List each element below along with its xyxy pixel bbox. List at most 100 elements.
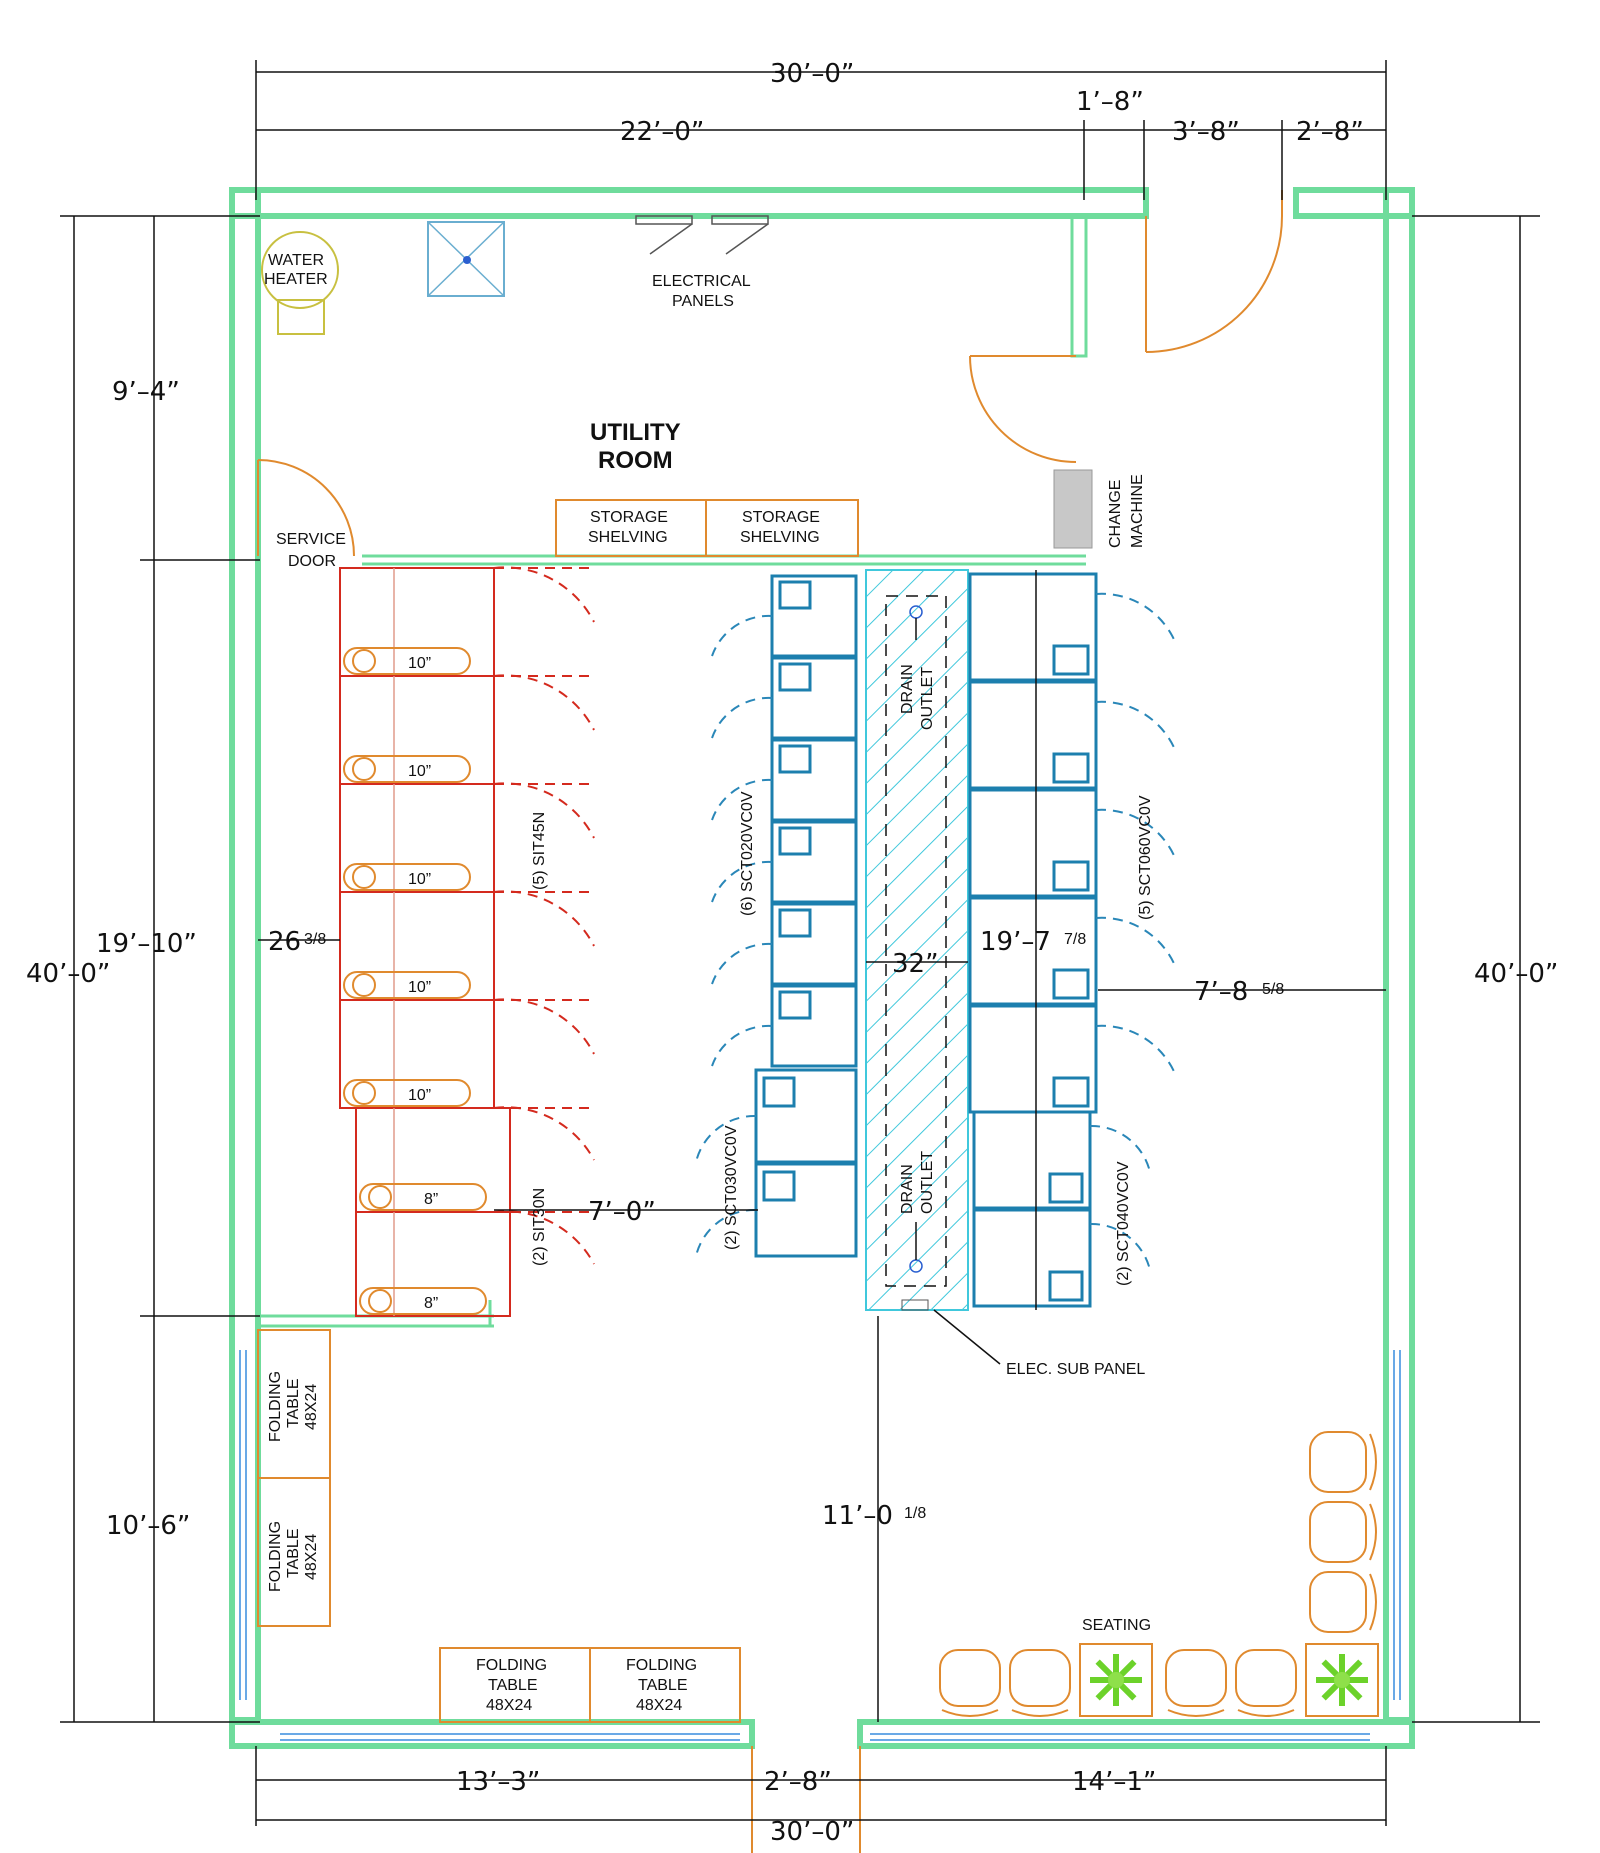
folding-1-label-1: FOLDING bbox=[267, 1371, 284, 1442]
interior-dimensions: 26 3/8 7’–0” 19’–7 7/8 7’–8 5/8 11’–0 1/… bbox=[258, 570, 1386, 1722]
washer-unit bbox=[968, 680, 1098, 790]
washer-unit bbox=[770, 738, 858, 822]
sit45-label-group: (5) SIT45N bbox=[531, 812, 548, 890]
washer-panel bbox=[1052, 860, 1090, 892]
washer-panel bbox=[1052, 752, 1090, 784]
door-swing bbox=[711, 1024, 773, 1067]
washer-panel bbox=[1048, 1172, 1084, 1204]
chair bbox=[1009, 1649, 1071, 1717]
bottom-dimensions: 13’–3” 2’–8” 14’–1” 30’–0” bbox=[255, 1746, 1387, 1847]
washer-unit bbox=[968, 788, 1098, 898]
washer-panel bbox=[1048, 1270, 1084, 1302]
dim-aisle-32: 32” bbox=[892, 949, 939, 979]
dryer-knob bbox=[368, 1185, 392, 1209]
folding-2-label-3: 48X24 bbox=[303, 1534, 320, 1580]
door-swing bbox=[493, 782, 595, 839]
dim-top-3-8: 3’–8” bbox=[1172, 117, 1240, 147]
dryer-size-tag: 10” bbox=[408, 1087, 431, 1104]
door-swing bbox=[711, 860, 773, 903]
change-label-1: CHANGE bbox=[1107, 480, 1124, 548]
change-label-2: MACHINE bbox=[1129, 474, 1146, 548]
chair-seat bbox=[1165, 1649, 1227, 1707]
utility-title-1: UTILITY bbox=[590, 419, 681, 446]
door-swing bbox=[1095, 700, 1177, 753]
folding-2-label-1: FOLDING bbox=[267, 1521, 284, 1592]
door-swing bbox=[711, 614, 773, 657]
chair-seat bbox=[1235, 1649, 1297, 1707]
planter bbox=[1305, 1643, 1379, 1717]
door-swing bbox=[1095, 592, 1177, 645]
drain-bottom-1: DRAIN bbox=[899, 1164, 916, 1214]
dryer-knob bbox=[352, 1081, 376, 1105]
dryer-drum bbox=[343, 755, 471, 783]
door-swing bbox=[493, 566, 595, 623]
dim-run-19-7-frac: 7/8 bbox=[1064, 931, 1086, 948]
dryer-knob bbox=[368, 1289, 392, 1313]
drain-top-1: DRAIN bbox=[899, 664, 916, 714]
door-swing bbox=[1095, 916, 1177, 969]
change-machine: CHANGE MACHINE bbox=[1053, 469, 1146, 549]
washer-unit bbox=[754, 1162, 858, 1258]
washer-unit bbox=[968, 1004, 1098, 1114]
dryer-knob bbox=[352, 757, 376, 781]
utility-room-title: UTILITY ROOM bbox=[590, 419, 681, 474]
service-label-2: DOOR bbox=[288, 553, 336, 570]
door-swing bbox=[1089, 1124, 1151, 1173]
folding-4-label-2: TABLE bbox=[638, 1677, 688, 1694]
washer-bank-center bbox=[695, 574, 858, 1258]
dim-bottom-14-1: 14’–1” bbox=[1072, 1767, 1156, 1797]
storage-1-label-1: STORAGE bbox=[590, 509, 668, 526]
door-swing bbox=[711, 778, 773, 821]
dim-right-7-8: 7’–8 bbox=[1194, 977, 1248, 1007]
folding-4-label-3: 48X24 bbox=[636, 1697, 682, 1714]
planter bbox=[1079, 1643, 1153, 1717]
dim-left-9-4: 9’–4” bbox=[112, 377, 180, 407]
dim-left-overall: 40’–0” bbox=[26, 959, 110, 989]
washer-panel bbox=[1052, 1076, 1090, 1108]
folding-3-label-1: FOLDING bbox=[476, 1657, 547, 1674]
dim-run-19-7: 19’–7 bbox=[980, 927, 1051, 957]
sct030-label: (2) SCT030VC0V bbox=[723, 1125, 740, 1250]
dryer-drum bbox=[343, 971, 471, 999]
sct030-label-group: (2) SCT030VC0V bbox=[723, 1125, 740, 1250]
right-dimensions: 40’–0” bbox=[1412, 215, 1558, 1723]
door-swing bbox=[711, 696, 773, 739]
washer-unit bbox=[968, 896, 1098, 1006]
folding-1-label-3: 48X24 bbox=[303, 1384, 320, 1430]
elec-sub-panel-label: ELEC. SUB PANEL bbox=[1006, 1361, 1145, 1378]
chair bbox=[1309, 1571, 1377, 1633]
seating-area: SEATING bbox=[939, 1431, 1379, 1717]
door-swing bbox=[493, 1210, 595, 1265]
chair bbox=[1309, 1501, 1377, 1563]
utility-title-2: ROOM bbox=[598, 447, 673, 474]
washer-unit bbox=[770, 820, 858, 904]
water-heater-label-1: WATER bbox=[268, 252, 324, 269]
washer-unit bbox=[754, 1068, 858, 1164]
dryer-drum bbox=[343, 647, 471, 675]
dryer-knob bbox=[352, 865, 376, 889]
chair bbox=[1309, 1431, 1377, 1493]
sit45-label: (5) SIT45N bbox=[531, 812, 548, 890]
doors bbox=[257, 190, 1283, 1853]
dim-top-2-8: 2’–8” bbox=[1296, 117, 1364, 147]
seating-label: SEATING bbox=[1082, 1617, 1151, 1634]
dim-bottom-13-3: 13’–3” bbox=[456, 1767, 540, 1797]
dim-top-overall: 30’–0” bbox=[770, 59, 854, 89]
door-swing bbox=[1095, 1024, 1177, 1077]
washer-unit bbox=[355, 1211, 511, 1317]
electrical-label-2: PANELS bbox=[672, 293, 734, 310]
floor-sink bbox=[427, 221, 505, 297]
door-swing bbox=[695, 1114, 757, 1163]
chair-seat bbox=[1309, 1501, 1367, 1563]
sct040-label: (2) SCT040VC0V bbox=[1115, 1161, 1132, 1286]
chair-seat bbox=[1309, 1571, 1367, 1633]
dim-front-11-0: 11’–0 bbox=[822, 1501, 893, 1531]
folding-1-label-2: TABLE bbox=[285, 1379, 302, 1429]
washer-bank-right bbox=[968, 572, 1177, 1308]
washer-panel bbox=[778, 826, 812, 856]
sct040-label-group: (2) SCT040VC0V bbox=[1115, 1161, 1132, 1286]
washer-panel bbox=[778, 990, 812, 1020]
water-heater: WATER HEATER bbox=[261, 231, 339, 335]
dryer-size-tag: 8” bbox=[424, 1191, 438, 1208]
